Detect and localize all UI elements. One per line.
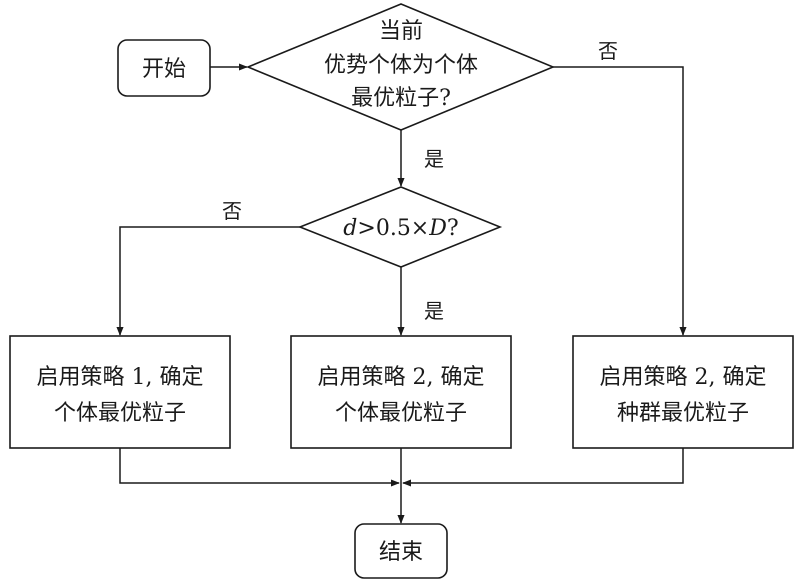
edge-box1-to-merge [119, 448, 400, 487]
decision1-line3: 最优粒子? [351, 86, 451, 111]
decision2-mid: >0.5× [357, 216, 429, 241]
decision2-var-D: D [428, 216, 447, 241]
start-label: 开始 [142, 57, 186, 82]
strategy2-individual-box: 启用策略 2, 确定 个体最优粒子 [290, 335, 512, 449]
box2-line2: 个体最优粒子 [335, 401, 467, 426]
edge-label-decision2-no: 否 [222, 199, 242, 223]
edge-label-decision2-yes: 是 [424, 299, 444, 323]
box1-line1: 启用策略 1, 确定 [37, 365, 204, 390]
box1-line2: 个体最优粒子 [54, 401, 186, 426]
decision1-line2: 优势个体为个体 [324, 53, 478, 78]
end-label: 结束 [379, 540, 423, 565]
box3-line1: 启用策略 2, 确定 [600, 365, 767, 390]
box2-line1: 启用策略 2, 确定 [318, 365, 485, 390]
decision2-tail: ? [447, 216, 459, 241]
decision1-line1: 当前 [379, 19, 423, 44]
edge-box3-to-merge [402, 448, 684, 487]
strategy2-population-box: 启用策略 2, 确定 种群最优粒子 [572, 335, 794, 449]
decision-distance-node: d>0.5×D? [297, 186, 503, 268]
start-node: 开始 [117, 39, 211, 97]
end-node: 结束 [354, 523, 448, 579]
edge-label-decision1-yes: 是 [424, 147, 444, 171]
decision2-label: d>0.5×D? [343, 216, 458, 241]
box3-line2: 种群最优粒子 [617, 401, 749, 426]
edge-label-decision1-no: 否 [598, 39, 618, 63]
decision2-var-d: d [343, 216, 357, 241]
edge-decision2-no [116, 226, 300, 336]
strategy1-individual-box: 启用策略 1, 确定 个体最优粒子 [9, 335, 231, 449]
edge-decision1-no [553, 66, 687, 336]
decision-current-best-node: 当前 优势个体为个体 最优粒子? [245, 3, 556, 131]
